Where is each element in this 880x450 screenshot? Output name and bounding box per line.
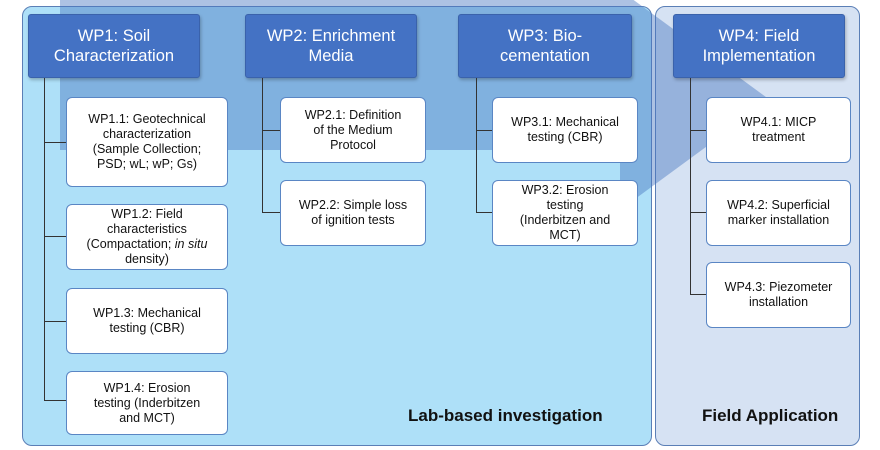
wp3-connector-line [476,78,477,212]
wp2-connector-line [262,78,263,212]
lab-investigation-label: Lab-based investigation [408,406,603,425]
wp1-connector-line [44,78,45,400]
field-application-label: Field Application [702,406,839,425]
wp3-header: WP3: Bio-cementation [458,14,632,78]
wp4-connector-line [690,78,691,294]
